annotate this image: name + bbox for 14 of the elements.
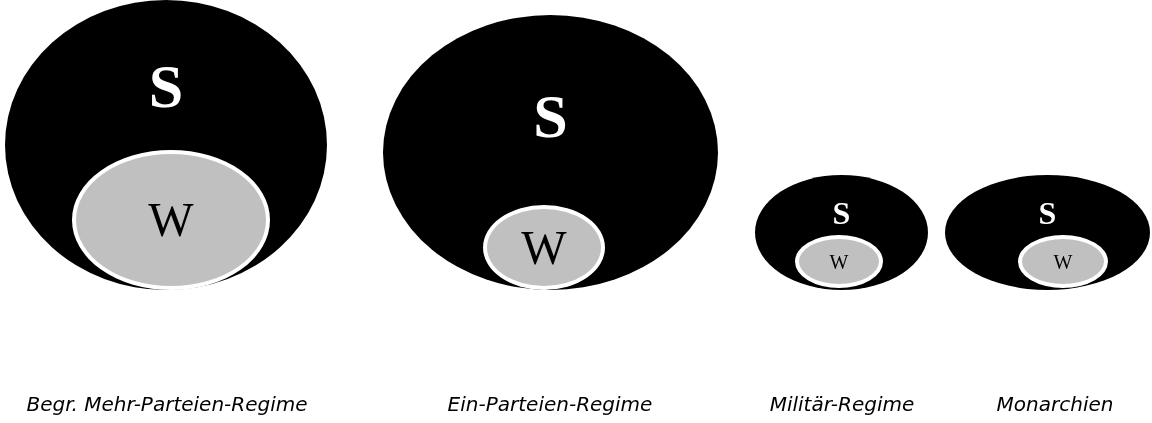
inner-ellipse <box>795 235 883 288</box>
ellipse-label: W <box>520 223 568 272</box>
ellipse-label: W <box>1052 251 1074 272</box>
ellipse-label: S <box>147 55 185 117</box>
label-text: Begr. Mehr-Parteien-Regime <box>26 392 308 416</box>
ellipse-label: S <box>831 197 852 229</box>
label-text: Ein-Parteien-Regime <box>447 392 653 416</box>
ellipse-label: S <box>532 85 569 147</box>
ellipse-label: W <box>828 251 850 272</box>
label-text: Monarchien <box>996 392 1114 416</box>
label-text: Militär-Regime <box>769 392 915 416</box>
ellipse-label: W <box>147 196 195 244</box>
ellipse-label: S <box>1037 197 1058 229</box>
inner-ellipse <box>1018 235 1108 288</box>
